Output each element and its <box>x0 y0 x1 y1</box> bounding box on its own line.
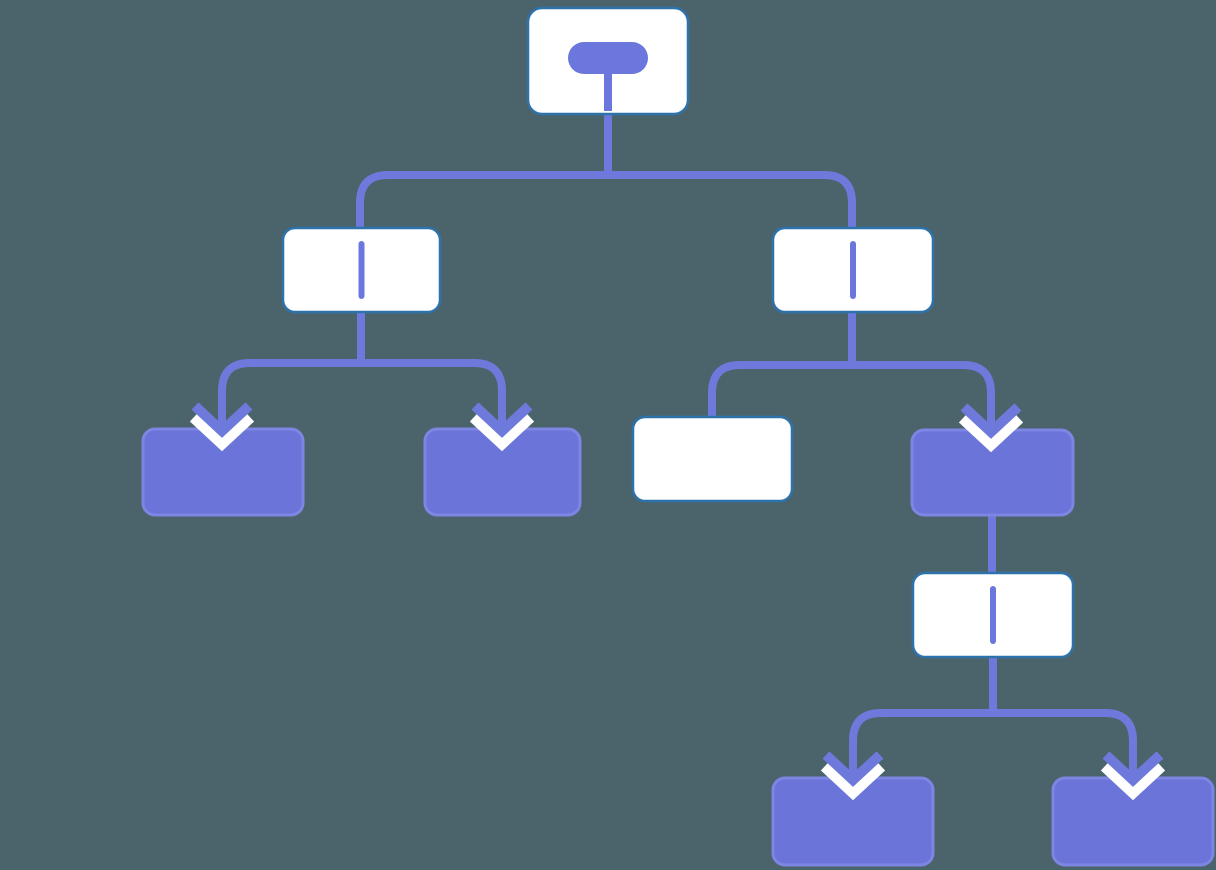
arrowhead-chevron <box>1102 751 1164 787</box>
arrowhead-outline-chevron <box>189 410 255 452</box>
double-chevron-arrowhead-icon <box>469 399 535 452</box>
arrowhead-outline-chevron <box>469 410 535 452</box>
arrowhead-outline-chevron <box>1100 759 1166 801</box>
empty-card-node[interactable] <box>631 415 794 503</box>
divider-bar-icon <box>990 586 996 644</box>
root-pill-icon <box>568 42 648 111</box>
arrowhead-outline-chevron <box>820 759 886 801</box>
divider-bar-icon <box>358 241 365 299</box>
root-pill-stem <box>604 70 612 111</box>
double-chevron-arrowhead-icon <box>1100 748 1166 801</box>
tree-connector-rail-right <box>708 361 995 437</box>
empty-card-node-body[interactable] <box>631 415 794 503</box>
tree-connector-rail-top <box>356 171 856 231</box>
arrowhead-chevron <box>191 402 253 438</box>
arrowhead-chevron <box>822 751 884 787</box>
tree-connector-rail-bottom <box>849 709 1137 785</box>
root-node[interactable] <box>526 6 690 116</box>
tree-connector-rail-left <box>218 359 506 436</box>
double-chevron-arrowhead-icon <box>958 400 1024 453</box>
double-chevron-arrowhead-icon <box>820 748 886 801</box>
root-pill <box>568 42 648 74</box>
arrowhead-chevron <box>471 402 533 438</box>
branch-node-left[interactable] <box>281 226 442 314</box>
double-chevron-arrowhead-icon <box>189 399 255 452</box>
branch-node-bottom[interactable] <box>911 571 1075 659</box>
arrowhead-chevron <box>960 403 1022 439</box>
divider-bar-icon <box>850 241 856 299</box>
branch-node-right[interactable] <box>771 226 935 314</box>
arrowhead-outline-chevron <box>958 411 1024 453</box>
